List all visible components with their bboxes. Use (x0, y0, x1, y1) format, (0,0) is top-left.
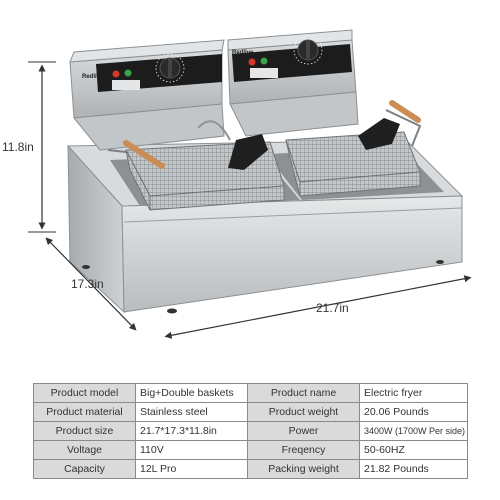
brand-logo-left: Redlive (82, 74, 104, 80)
width-arrow (164, 275, 472, 339)
indicator-light-red (112, 70, 120, 78)
depth-arrow (45, 237, 137, 331)
height-dimension-label: 11.8in (2, 140, 34, 154)
spec-value: 21.7*17.3*11.8in (135, 421, 248, 441)
spec-table: Product model Big+Double baskets Product… (33, 383, 468, 479)
spec-label: Product material (33, 402, 136, 422)
spec-row: Product material Stainless steel Product… (33, 402, 468, 422)
spec-value: 3400W (1700W Per side) (359, 421, 468, 441)
spec-label: Product model (33, 383, 136, 403)
basket-hook-right (358, 118, 400, 150)
basket-handle-right-wood (389, 100, 421, 123)
indicator-light-green (260, 57, 268, 65)
left-basket (107, 120, 285, 211)
spec-row: Product model Big+Double baskets Product… (33, 383, 468, 403)
brand-logo-right: Redlive (232, 50, 254, 56)
dimension-arrows (28, 61, 472, 339)
spec-label: Capacity (33, 459, 136, 479)
spec-label: Product weight (247, 402, 360, 422)
product-image-area: Redlive Redlive (2, 29, 472, 339)
indicator-light-green (124, 69, 132, 77)
basket-hook-left (228, 134, 268, 170)
fryer-illustration: Redlive Redlive (28, 29, 472, 339)
spec-row: Product size 21.7*17.3*11.8in Power 3400… (33, 421, 468, 441)
spec-row: Voltage 110V Freqency 50-60HZ (33, 440, 468, 460)
left-control-head: Redlive (69, 39, 225, 151)
right-basket (285, 100, 422, 197)
basket-handle-left-wood (123, 140, 165, 169)
spec-label: Freqency (247, 440, 360, 460)
spec-value: 12L Pro (135, 459, 248, 479)
spec-label: Power (247, 421, 360, 441)
spec-label: Packing weight (247, 459, 360, 479)
spec-value: 20.06 Pounds (359, 402, 468, 422)
spec-label: Product name (247, 383, 360, 403)
width-dimension-label: 21.7in (316, 301, 349, 315)
spec-value: Stainless steel (135, 402, 248, 422)
spec-value: 110V (135, 440, 248, 460)
spec-label: Voltage (33, 440, 136, 460)
indicator-light-red (248, 58, 256, 66)
spec-value: 50-60HZ (359, 440, 468, 460)
spec-value: Electric fryer (359, 383, 468, 403)
spec-label: Product size (33, 421, 136, 441)
right-control-head: Redlive (227, 29, 359, 137)
depth-dimension-label: 17.3in (71, 277, 104, 291)
spec-value: 21.82 Pounds (359, 459, 468, 479)
spec-value: Big+Double baskets (135, 383, 248, 403)
spec-row: Capacity 12L Pro Packing weight 21.82 Po… (33, 459, 468, 479)
